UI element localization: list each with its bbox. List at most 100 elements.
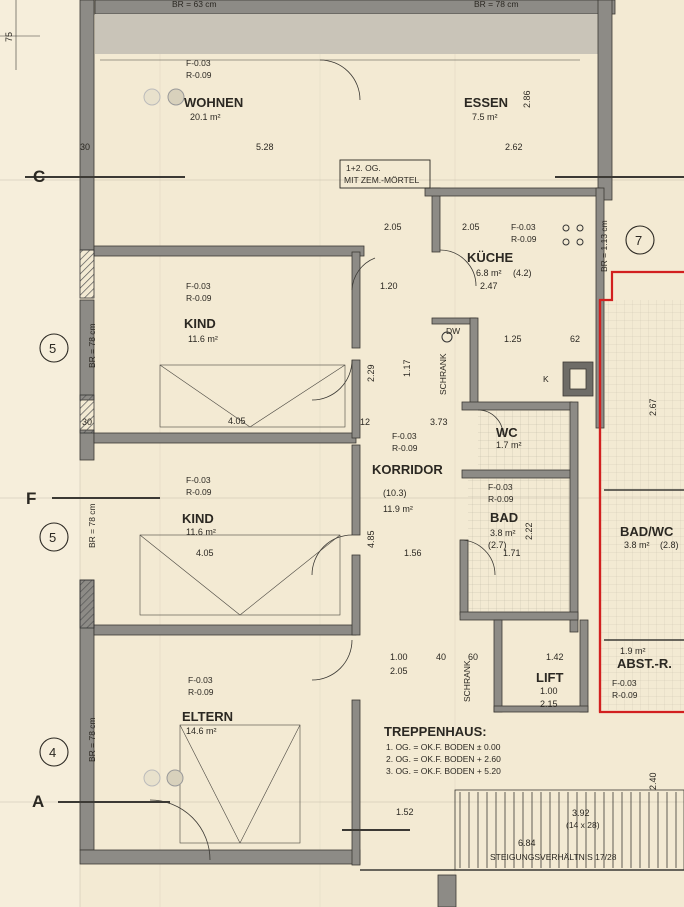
room-area-wc: 1.7 m²	[496, 440, 522, 450]
dim-171: 1.71	[503, 548, 521, 558]
dim-kueche-width: 2.47	[480, 281, 498, 291]
dim-30b: 30	[82, 417, 92, 427]
axis-label-c: C	[33, 167, 45, 186]
stair-ratio: STEIGUNGSVERHÄLTNIS 17/28	[490, 852, 617, 862]
dim-korr-2: 2.29	[366, 364, 376, 382]
room-area-kind2: 11.6 m²	[186, 527, 216, 537]
lift-dim-1: 1.42	[546, 652, 564, 662]
dim-korr-height: 4.85	[366, 530, 376, 548]
axis-label-f: F	[26, 489, 36, 508]
br-label-eltern: BR = 78 cm	[87, 717, 97, 762]
kind1-r: R-0.09	[186, 293, 212, 303]
room-area-korridor-alt: (10.3)	[383, 488, 407, 498]
schrank-label-2: SCHRANK	[462, 660, 472, 702]
dim-kueche-3: 2.05	[384, 222, 402, 232]
treppenhaus-row-2: 2. OG. = OK.F. BODEN + 2.60	[386, 754, 501, 764]
punch-hole	[143, 769, 161, 787]
dim-60: 60	[468, 652, 478, 662]
room-area-eltern: 14.6 m²	[186, 726, 217, 736]
axis-num-4: 4	[49, 745, 56, 760]
room-area-bad: 3.8 m²	[490, 528, 516, 538]
note-line-2: MIT ZEM.-MÖRTEL	[344, 175, 420, 185]
k-label: K	[543, 374, 549, 384]
room-area-essen: 7.5 m²	[472, 112, 498, 122]
stair-dim: 3.92	[572, 808, 590, 818]
room-name-wc: WC	[496, 425, 518, 440]
stair-steps: (14 x 28)	[566, 820, 600, 830]
room-name-essen: ESSEN	[464, 95, 508, 110]
lift-dim-2: 1.00	[540, 686, 558, 696]
dim-120: 1.20	[380, 281, 398, 291]
dim-100: 1.00	[390, 652, 408, 662]
room-name-bad: BAD	[490, 510, 518, 525]
lift-dim-3: 2.15	[540, 699, 558, 709]
kind1-f: F-0.03	[186, 281, 211, 291]
dim-40: 40	[436, 652, 446, 662]
br-label-kueche: BR = 1.13 cm	[599, 220, 609, 272]
room-area-bad-alt: (2.7)	[488, 540, 507, 550]
door-swings	[149, 59, 504, 861]
room-area-kind1: 11.6 m²	[188, 334, 218, 344]
dw-symbol	[441, 331, 453, 343]
dim-222: 2.22	[524, 522, 534, 540]
room-area-korridor: 11.9 m²	[383, 504, 413, 514]
axis-circle-5b	[39, 522, 69, 552]
axis-label-a: A	[32, 792, 44, 811]
room-name-kind2: KIND	[182, 511, 214, 526]
br-label-top-left: BR = 63 cm	[172, 0, 217, 9]
br-label-top-right: BR = 78 cm	[474, 0, 519, 9]
room-area-kueche: 6.8 m²	[476, 268, 502, 278]
dim-essen-height: 2.86	[522, 90, 532, 108]
wohnen-f: F-0.03	[186, 58, 211, 68]
room-name-wohnen: WOHNEN	[184, 95, 243, 110]
eltern-r: R-0.09	[188, 687, 214, 697]
dim-kind1-width: 4.05	[228, 416, 246, 426]
dim-205: 2.05	[390, 666, 408, 676]
room-name-eltern: ELTERN	[182, 709, 233, 724]
dim-30a: 30	[80, 142, 90, 152]
axis-circle-7	[625, 225, 655, 255]
dim-korr-width: 3.73	[430, 417, 448, 427]
bad-f: F-0.03	[488, 482, 513, 492]
br-label-kind2: BR = 78 cm	[87, 503, 97, 548]
dim-12: 12	[360, 417, 370, 427]
dim-62: 62	[570, 334, 580, 344]
dim-267: 2.67	[648, 398, 658, 416]
kueche-r: R-0.09	[511, 234, 537, 244]
punch-hole	[167, 88, 185, 106]
korridor-f: F-0.03	[392, 431, 417, 441]
room-area-badwc: 3.8 m²	[624, 540, 650, 550]
treppenhaus-row-1: 1. OG. = OK.F. BODEN ± 0.00	[386, 742, 501, 752]
room-area-wohnen: 20.1 m²	[190, 112, 221, 122]
kind2-r: R-0.09	[186, 487, 212, 497]
punch-hole	[143, 88, 161, 106]
note-box	[339, 159, 431, 189]
schrank-label-1: SCHRANK	[438, 353, 448, 395]
br-label-kind1: BR = 78 cm	[87, 323, 97, 368]
staircase	[360, 789, 684, 871]
room-name-korridor: KORRIDOR	[372, 462, 443, 477]
room-area-badwc-alt: (2.8)	[660, 540, 679, 550]
room-name-kueche: KÜCHE	[467, 250, 514, 265]
kueche-f: F-0.03	[511, 222, 536, 232]
eltern-f: F-0.03	[188, 675, 213, 685]
dim-125: 1.25	[504, 334, 522, 344]
room-name-lift: LIFT	[536, 670, 563, 685]
bad-r: R-0.09	[488, 494, 514, 504]
room-name-abstr: ABST.-R.	[617, 656, 672, 671]
room-name-kind1: KIND	[184, 316, 216, 331]
treppenhaus-row-3: 3. OG. = OK.F. BODEN + 5.20	[386, 766, 501, 776]
margin-dim: 75	[4, 32, 14, 42]
axis-num-5a: 5	[49, 341, 56, 356]
dim-152: 1.52	[396, 807, 414, 817]
abstr-r: R-0.09	[612, 690, 638, 700]
treppenhaus-title: TREPPENHAUS:	[384, 724, 487, 739]
note-line-1: 1+2. OG.	[346, 163, 381, 173]
room-area-abstr: 1.9 m²	[620, 646, 646, 656]
wohnen-r: R-0.09	[186, 70, 212, 80]
room-name-badwc: BAD/WC	[620, 524, 674, 539]
stair-length: 6.84	[518, 838, 536, 848]
dim-essen-width: 2.62	[505, 142, 523, 152]
dim-240: 2.40	[648, 772, 658, 790]
